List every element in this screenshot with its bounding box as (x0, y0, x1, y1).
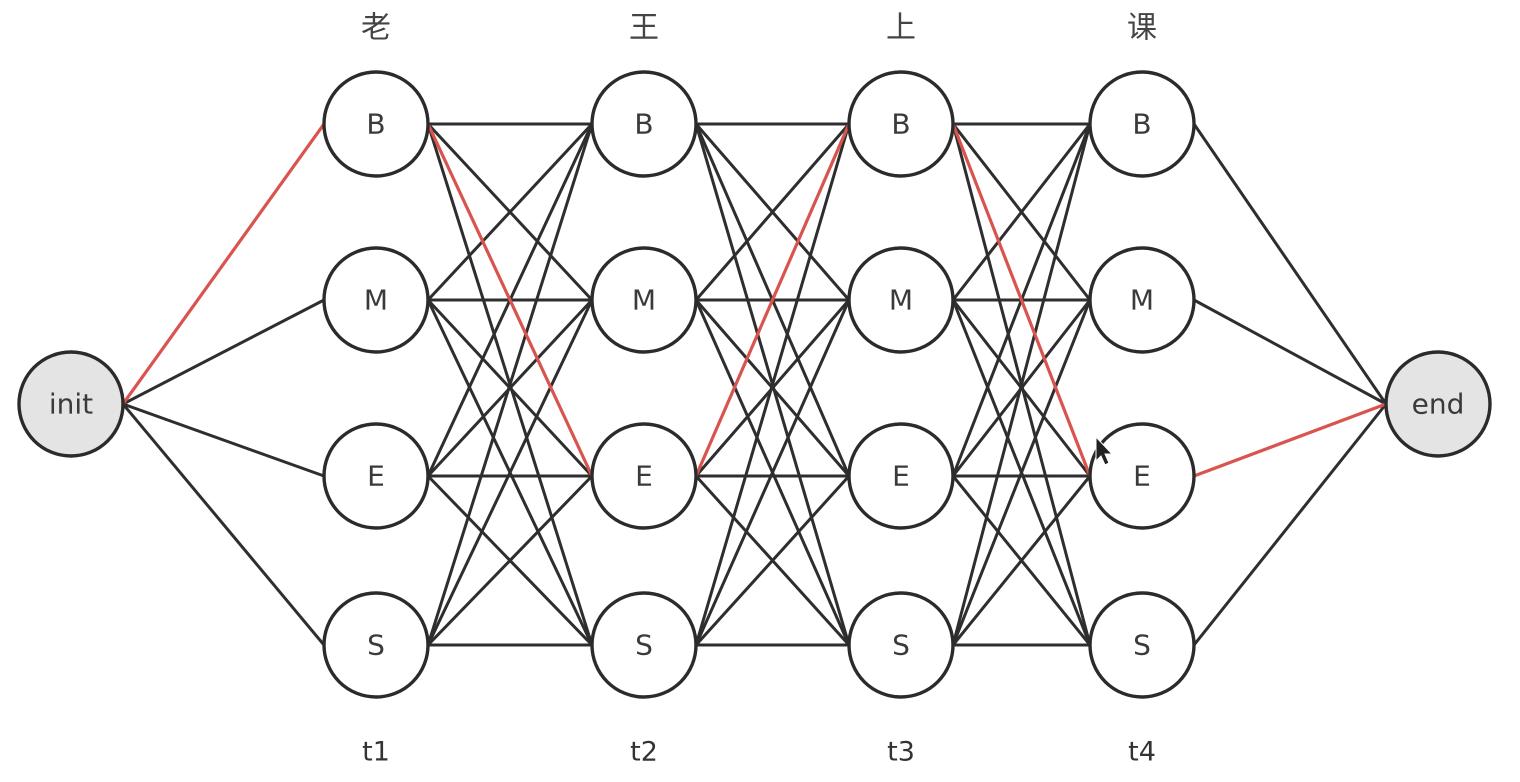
state-node-t1-M-circle (322, 246, 430, 354)
labels-layer: 老 t1 王 t2 上 t3 课 t4 (361, 11, 1157, 768)
column-char-label: 上 (886, 11, 916, 46)
state-node-t1-S-label: S (367, 629, 385, 662)
end-node-label: end (1412, 388, 1465, 421)
state-node-t2-E-label: E (635, 460, 653, 493)
edge-t2-S-t3-M (694, 299, 851, 646)
edge-t3-B-t4-E (951, 123, 1092, 477)
state-node-t2-M-circle (590, 246, 698, 354)
edges-layer (121, 122, 1388, 647)
edge-t3-S-t4-M (951, 299, 1092, 646)
state-node-t3-B-circle (847, 70, 955, 178)
edge-t2-S-t3-B (694, 123, 851, 646)
state-node-t2-M-label: M (632, 284, 656, 317)
state-node-t2-S: S (590, 591, 698, 699)
state-node-t3-M-label: M (889, 284, 913, 317)
init-node-circle (17, 350, 125, 458)
state-node-t3-B: B (847, 70, 955, 178)
state-node-t1-B-circle (322, 70, 430, 178)
state-node-t2-B-circle (590, 70, 698, 178)
edge-t2-M-t3-B (694, 123, 851, 301)
state-node-t2-B: B (590, 70, 698, 178)
edge-t1-M-t2-B (426, 122, 594, 302)
state-node-t3-E: E (847, 422, 955, 530)
column-time-label: t2 (630, 737, 658, 768)
state-node-t1-S-circle (322, 591, 430, 699)
state-node-t2-S-label: S (635, 629, 653, 662)
state-node-t3-S: S (847, 591, 955, 699)
state-node-t1-B-label: B (366, 108, 385, 141)
edge-init-M (122, 298, 325, 406)
state-node-t4-S: S (1088, 591, 1196, 699)
edge-t1-B-t2-E (426, 123, 594, 477)
column-char-label: 课 (1127, 11, 1157, 46)
state-node-t1-E-circle (322, 422, 430, 530)
state-node-t3-E-circle (847, 422, 955, 530)
state-node-t2-E: E (590, 422, 698, 530)
end-node: end (1384, 350, 1492, 458)
state-node-t1-E-label: E (367, 460, 385, 493)
state-node-t3-E-label: E (892, 460, 910, 493)
state-node-t4-S-label: S (1133, 629, 1151, 662)
edge-t3-S-t4-B (951, 123, 1092, 646)
edge-M-end (1193, 298, 1387, 406)
state-node-t3-M-circle (847, 246, 955, 354)
state-node-t3-S-label: S (892, 629, 910, 662)
state-node-t4-E-circle (1088, 422, 1196, 530)
state-node-t2-M: M (590, 246, 698, 354)
edge-t3-M-t4-B (951, 123, 1092, 301)
edge-E-end (1193, 402, 1387, 478)
edge-init-S (121, 403, 326, 646)
state-node-t4-B-label: B (1132, 108, 1151, 141)
state-node-t4-M-circle (1088, 246, 1196, 354)
edge-t2-S-t3-E (694, 474, 851, 647)
edge-t1-S-t2-B (426, 123, 594, 646)
state-node-t2-B-label: B (634, 108, 653, 141)
column-char-label: 老 (361, 11, 391, 46)
nodes-layer: init end B M E S B M E S B M E S B M E S (17, 70, 1492, 699)
state-node-t1-E: E (322, 422, 430, 530)
mouse-pointer-icon (1095, 435, 1114, 466)
edge-init-B (121, 123, 326, 405)
state-node-t4-E-label: E (1133, 460, 1151, 493)
column-time-label: t4 (1128, 737, 1156, 768)
column-time-label: t3 (887, 737, 915, 768)
state-node-t3-M: M (847, 246, 955, 354)
state-node-t1-S: S (322, 591, 430, 699)
state-node-t4-M-label: M (1130, 284, 1154, 317)
column-time-label: t1 (362, 737, 390, 768)
state-node-t4-B: B (1088, 70, 1196, 178)
edge-t1-S-t2-M (426, 299, 594, 646)
state-node-t3-S-circle (847, 591, 955, 699)
state-node-t4-M: M (1088, 246, 1196, 354)
state-node-t3-B-label: B (891, 108, 910, 141)
end-node-circle (1384, 350, 1492, 458)
init-node-label: init (49, 388, 93, 421)
edge-t1-S-t2-E (426, 474, 594, 647)
state-node-t2-S-circle (590, 591, 698, 699)
edge-t2-E-t3-B (694, 123, 851, 477)
state-node-t2-E-circle (590, 422, 698, 530)
edge-B-end (1192, 123, 1388, 405)
init-node: init (17, 350, 125, 458)
state-node-t1-M-label: M (364, 284, 388, 317)
state-node-t4-E: E (1088, 422, 1196, 530)
state-node-t1-M: M (322, 246, 430, 354)
edge-t3-S-t4-E (951, 475, 1092, 646)
column-char-label: 王 (629, 11, 659, 46)
edge-init-E (122, 402, 325, 478)
state-node-t4-S-circle (1088, 591, 1196, 699)
state-node-t1-B: B (322, 70, 430, 178)
edge-S-end (1192, 403, 1388, 646)
state-node-t4-B-circle (1088, 70, 1196, 178)
